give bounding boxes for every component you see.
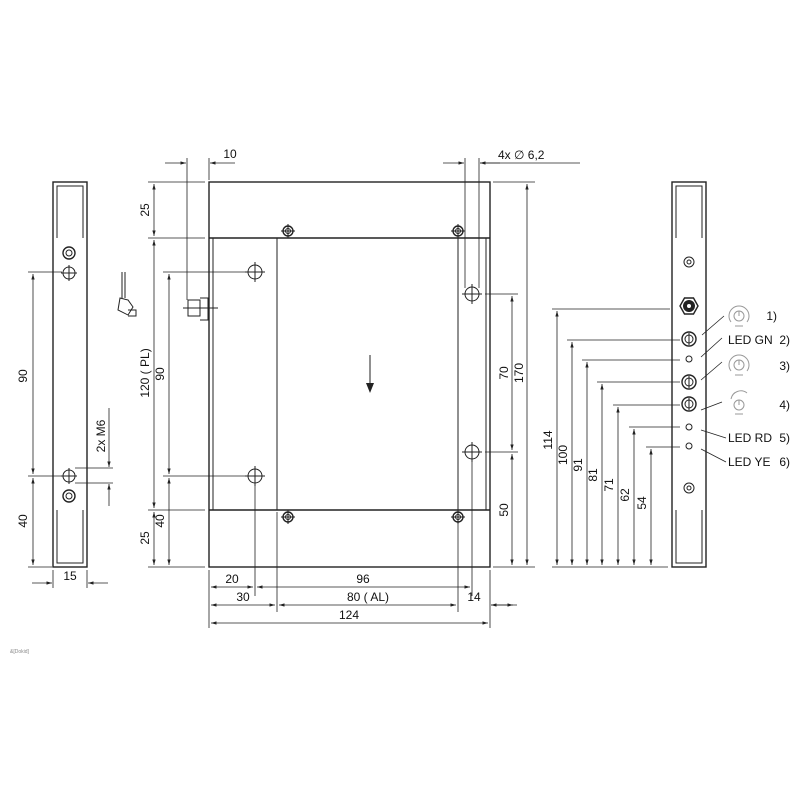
screw-icon [281,224,295,238]
left-side-view: 90 40 15 2x M6 [16,181,137,588]
screw-icon [683,482,695,494]
hole-spec-label: 4x ∅ 6,2 [498,148,545,162]
potentiometer-icon [681,396,697,412]
mount-hole-icon [61,468,77,484]
screw-icon [451,224,465,238]
screw-icon [281,510,295,524]
direction-arrow-icon [366,355,374,393]
height-label: 54 [635,496,649,510]
height-label: 91 [571,458,585,472]
dim-label: 90 [153,367,167,381]
led-icon [685,442,693,450]
dim-label: 15 [63,569,77,583]
dim-label: 96 [356,572,370,586]
callout-number: 6) [779,455,790,469]
adjust-knob-icon [730,390,748,415]
dim-label: 25 [138,531,152,545]
mount-hole-icon [61,265,77,281]
mount-hole-icon [245,262,265,282]
dim-label: 124 [339,608,359,622]
height-label: 81 [586,468,600,482]
dim-label: 120 ( PL) [138,348,152,397]
mount-hole-icon [245,466,265,486]
connector-icon [183,297,218,321]
potentiometer-icon [681,331,697,347]
callout-number: 1) [766,309,777,323]
dim-label: 30 [236,590,250,604]
screw-icon [451,510,465,524]
callout-label: LED GN [728,333,773,347]
dim-label: 80 ( AL) [347,590,389,604]
height-label: 114 [541,430,555,449]
dim-label: 40 [153,514,167,528]
height-label: 62 [618,488,632,502]
callout-label: LED RD [728,431,772,445]
dim-label: 70 [497,366,511,380]
front-view: 10 4x ∅ 6,2 25 120 ( PL) 90 40 25 70 170… [138,147,580,628]
m12-connector-icon [679,297,699,315]
dim-label: 40 [16,514,30,528]
document-id: &[Dokid] [10,649,30,655]
callout-number: 2) [779,333,790,347]
right-side-view: 114 100 91 81 71 62 54 1) LED GN 2) 3) 4… [541,181,790,568]
thread-label: 2x M6 [94,419,108,452]
height-label: 100 [556,445,570,465]
dim-label: 25 [138,203,152,217]
dim-label: 170 [512,363,526,383]
callout-label: LED YE [728,455,770,469]
dim-label: 14 [467,590,481,604]
callout-number: 4) [779,398,790,412]
mount-hole-icon [462,442,482,462]
screw-icon [683,256,695,268]
dim-label: 10 [223,147,237,161]
dim-label: 50 [497,503,511,517]
screw-icon [62,246,76,260]
dim-label: 20 [225,572,239,586]
potentiometer-icon [681,374,697,390]
led-icon [685,423,693,431]
screw-icon [62,489,76,503]
mount-hole-icon [462,284,482,304]
adjust-knob-icon [728,305,750,327]
led-icon [685,355,693,363]
height-label: 71 [602,478,616,492]
cable-connector-icon [117,272,137,317]
callout-number: 3) [779,359,790,373]
callout-number: 5) [779,431,790,445]
dim-label: 90 [16,369,30,383]
adjust-knob-icon [728,354,750,376]
